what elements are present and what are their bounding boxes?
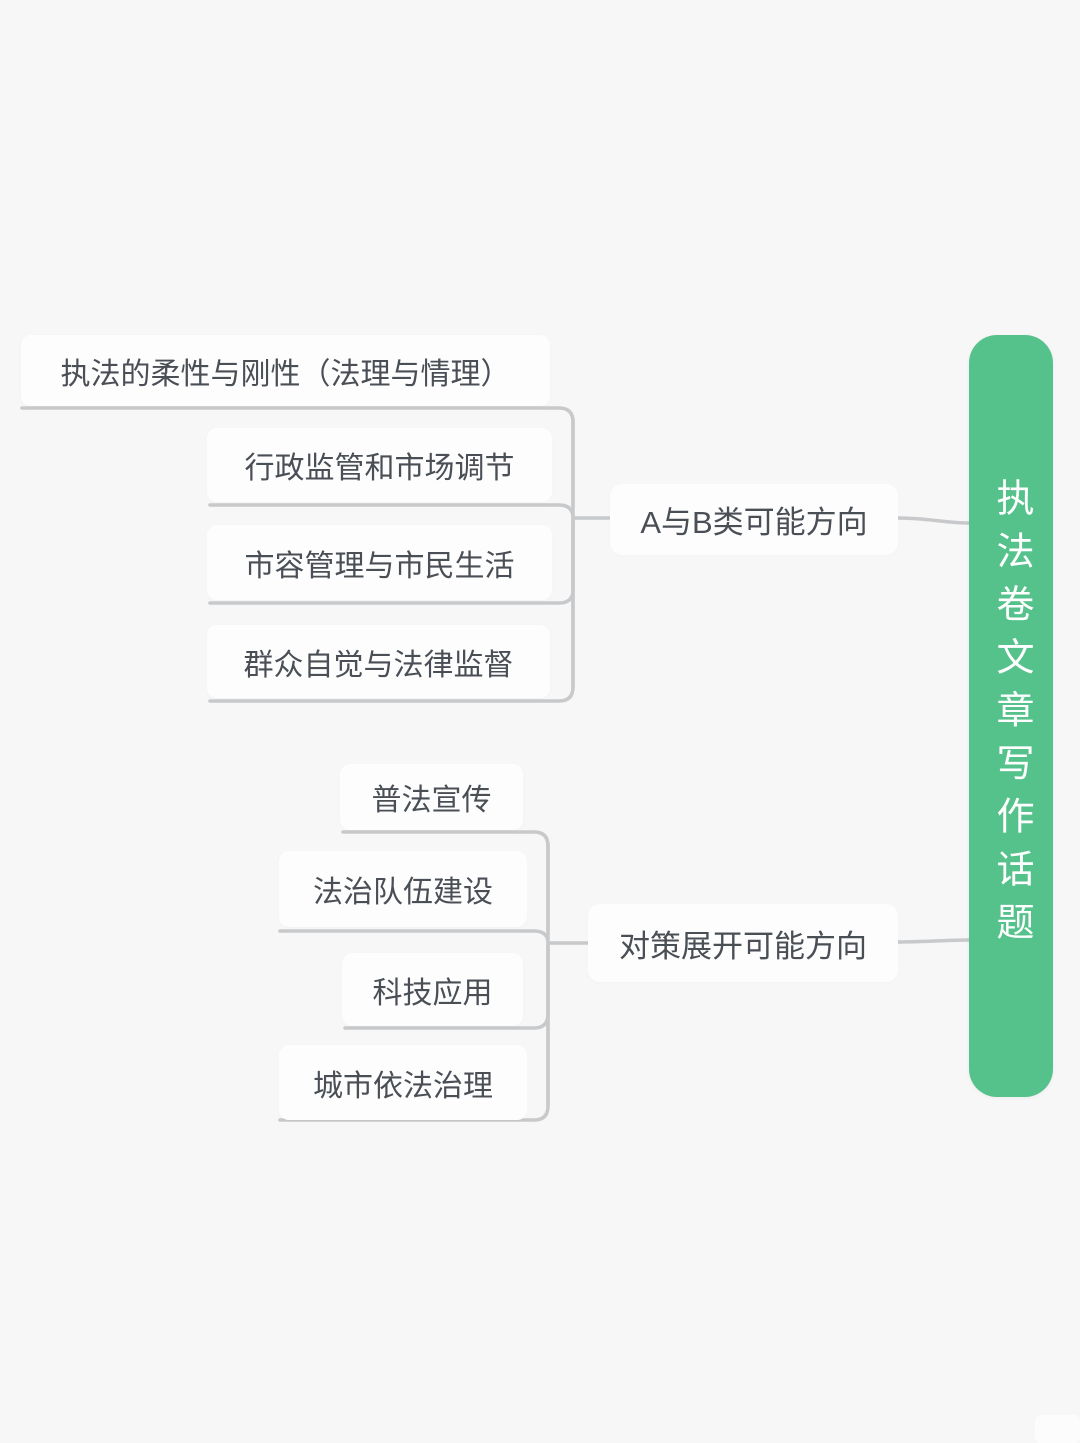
branch-topic-countermeasure-directions[interactable]: 对策展开可能方向 [588,904,898,982]
leaf-topic-law-publicity[interactable]: 普法宣传 [340,764,523,830]
leaf-topic-label: 城市依法治理 [313,1069,493,1103]
leaf-topic-legal-team[interactable]: 法治队伍建设 [279,851,527,927]
branch-topic-label: A与B类可能方向 [640,505,868,540]
connector-branch-b-root [895,938,972,944]
leaf-topic-label: 科技应用 [372,976,493,1010]
leaf-topic-city-life[interactable]: 市容管理与市民生活 [207,525,552,600]
root-topic-label: 执法卷文章写作话题 [990,477,1032,955]
leaf-topic-label: 群众自觉与法律监督 [243,648,514,682]
leaf-topic-label: 法治队伍建设 [313,876,493,909]
leaf-topic-flex-rigid[interactable]: 执法的柔性与刚性（法理与情理） [21,335,550,406]
connector-top-child2 [208,503,612,520]
leaf-topic-admin-market[interactable]: 行政监管和市场调节 [207,428,552,502]
leaf-topic-label: 普法宣传 [371,784,492,817]
branch-topic-label: 对策展开可能方向 [619,928,867,964]
root-topic[interactable]: 执法卷文章写作话题 [969,335,1053,1097]
branch-topic-ab-directions[interactable]: A与B类可能方向 [610,484,898,555]
leaf-topic-label: 行政监管和市场调节 [244,452,515,485]
leaf-topic-city-rule-of-law[interactable]: 城市依法治理 [279,1045,527,1120]
leaf-topic-public-supervision[interactable]: 群众自觉与法律监督 [207,625,550,698]
leaf-topic-label: 市容管理与市民生活 [244,549,515,583]
connector-bottom-child2 [278,929,590,945]
leaf-topic-label: 执法的柔性与刚性（法理与情理） [60,357,511,391]
leaf-topic-tech-application[interactable]: 科技应用 [342,953,523,1026]
watermark-ghost [1035,1415,1080,1443]
connector-branch-a-root [895,516,972,525]
